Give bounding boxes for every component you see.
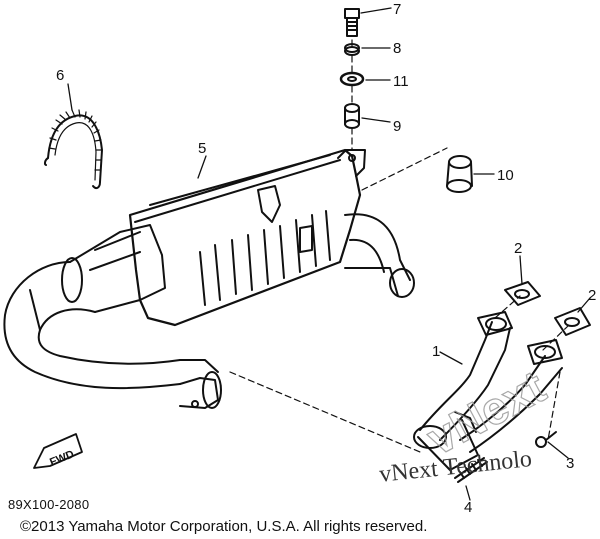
stud-bolt-4 [454,457,488,483]
bolt [344,8,360,37]
center-lines [229,39,569,453]
callout-2b: 2 [588,287,596,304]
callout-4: 4 [464,499,472,516]
callout-10: 10 [497,167,514,184]
callout-5: 5 [198,140,206,157]
callout-7: 7 [393,1,401,18]
callout-6: 6 [56,67,64,84]
exhaust-pipe-assy [413,311,563,471]
plain-washer [339,71,365,87]
copyright-notice: ©2013 Yamaha Motor Corporation, U.S.A. A… [20,518,428,535]
callout-9: 9 [393,118,401,135]
collar [344,103,360,129]
spring [43,109,103,190]
callout-8: 8 [393,40,401,57]
gasket-left [504,281,541,306]
callout-2a: 2 [514,240,522,257]
fwd-label: FWD [48,448,76,469]
bolt-3 [535,431,557,448]
link-pipe [3,257,222,409]
muffler [69,148,415,327]
callout-3: 3 [566,455,574,472]
gasket-right [554,307,591,336]
damper [446,155,473,193]
fwd-arrow-icon: FWD [33,433,83,469]
leader-lines [67,7,591,501]
callout-11: 11 [393,73,409,90]
callout-1: 1 [432,343,440,360]
drawing-code: 89X100-2080 [8,497,90,512]
